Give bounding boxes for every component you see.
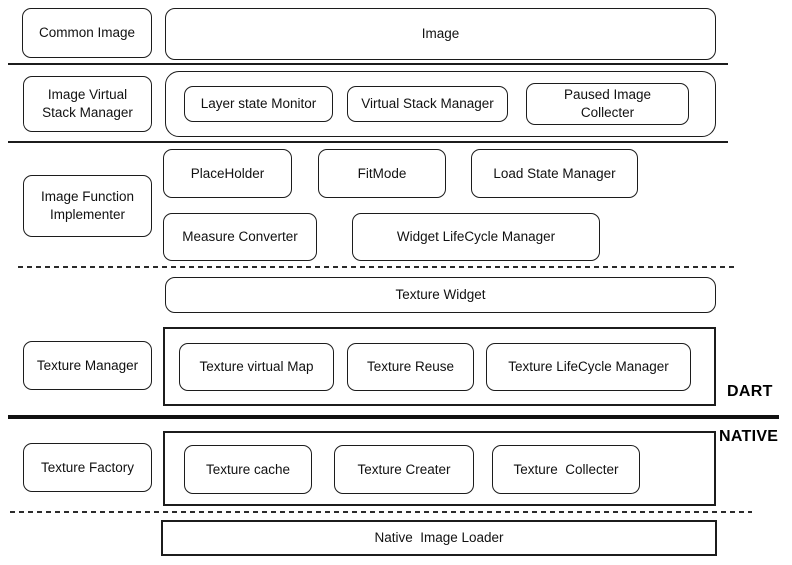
texture-reuse-box: Texture Reuse [347,343,474,391]
fitmode-box: FitMode [318,149,446,198]
measure-converter-box: Measure Converter [163,213,317,261]
dashed-separator-2 [10,511,752,513]
texture-widget-box: Texture Widget [165,277,716,313]
image-box: Image [165,8,716,60]
dashed-separator-1 [18,266,734,268]
texture-lifecycle-manager-box: Texture LifeCycle Manager [486,343,691,391]
texture-manager-group: Texture virtual Map Texture Reuse Textur… [163,327,716,406]
texture-cache-box: Texture cache [184,445,312,494]
texture-collecter-box: Texture Collecter [492,445,640,494]
load-state-manager-box: Load State Manager [471,149,638,198]
dart-label: DART [727,383,773,400]
native-image-loader-box: Native Image Loader [161,520,717,556]
separator-line-1 [8,63,728,65]
texture-manager-box: Texture Manager [23,341,152,390]
texture-virtual-map-box: Texture virtual Map [179,343,334,391]
common-image-box: Common Image [22,8,152,58]
texture-creater-box: Texture Creater [334,445,474,494]
texture-factory-box: Texture Factory [23,443,152,492]
image-function-implementer-box: Image Function Implementer [23,175,152,237]
dart-native-boundary-line [8,415,779,419]
placeholder-box: PlaceHolder [163,149,292,198]
texture-factory-group: Texture cache Texture Creater Texture Co… [163,431,716,506]
paused-image-collecter-box: Paused Image Collecter [526,83,689,125]
native-label: NATIVE [719,428,779,445]
separator-line-2 [8,141,728,143]
image-virtual-stack-manager-box: Image Virtual Stack Manager [23,76,152,132]
widget-lifecycle-manager-box: Widget LifeCycle Manager [352,213,600,261]
virtual-stack-group: Layer state Monitor Virtual Stack Manage… [165,71,716,137]
virtual-stack-manager-box: Virtual Stack Manager [347,86,508,122]
layer-state-monitor-box: Layer state Monitor [184,86,333,122]
